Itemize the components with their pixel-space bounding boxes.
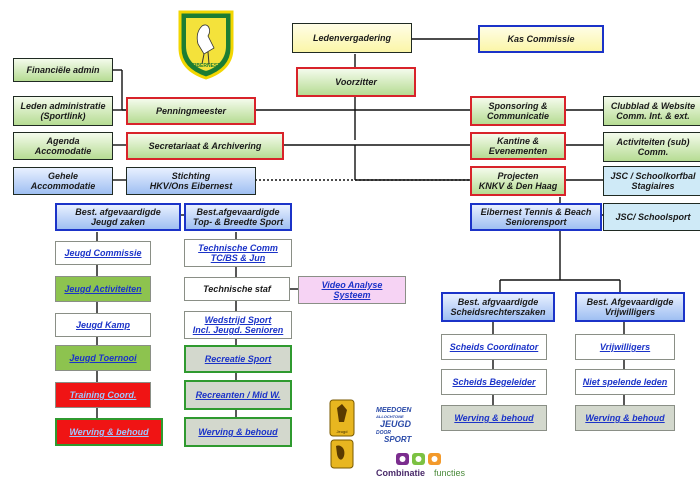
box-scheids-coordinator[interactable]: Scheids Coordinator xyxy=(441,334,547,360)
box-ledenvergadering: Ledenvergadering xyxy=(292,23,412,53)
box-sponsoring: Sponsoring & Communicatie xyxy=(470,96,566,126)
juniors-logo-text: Jeugd xyxy=(337,429,348,434)
jeugd-sport-logo: MEEDOEN ALLOCHTONE JEUGD DOOR SPORT xyxy=(375,407,413,444)
box-jsc-stagiaires: JSC / Schoolkorfbal Stagiaires xyxy=(603,166,700,196)
box-werving-jeugd[interactable]: Werving & behoud xyxy=(55,418,163,446)
box-kantine: Kantine & Evenementen xyxy=(470,132,566,160)
box-projecten: Projecten KNKV & Den Haag xyxy=(470,166,566,196)
box-tennis-beach: Eibernest Tennis & Beach Seniorensport xyxy=(470,203,602,231)
jeugd-logo-line4: DOOR xyxy=(376,430,391,436)
box-vrijwilligers[interactable]: Vrijwilligers xyxy=(575,334,675,360)
box-financiele-admin: Financiële admin xyxy=(13,58,113,82)
box-best-vrijwilligers: Best. Afgevaardigde Vrijwilligers xyxy=(575,292,685,322)
box-scheids-begeleider[interactable]: Scheids Begeleider xyxy=(441,369,547,395)
box-werving-scheids[interactable]: Werving & behoud xyxy=(441,405,547,431)
box-agenda: Agenda Accomodatie xyxy=(13,132,113,160)
box-best-scheids: Best. afgvaardigde Scheidsrechterszaken xyxy=(441,292,555,322)
club-logo: EIBERNEST 1919 xyxy=(178,10,234,80)
box-jeugd-activiteiten[interactable]: Jeugd Activiteiten xyxy=(55,276,151,302)
jeugd-logo-line2: ALLOCHTONE xyxy=(375,414,404,419)
box-penningmeester: Penningmeester xyxy=(126,97,256,125)
box-wedstrijd-sport[interactable]: Wedstrijd Sport Incl. Jeugd. Senioren xyxy=(184,311,292,339)
box-video-analyse[interactable]: Video Analyse Systeem xyxy=(298,276,406,304)
box-technische-comm[interactable]: Technische Comm TC/BS & Jun xyxy=(184,239,292,267)
combinatie-logo-bold: Combinatie xyxy=(376,468,425,478)
box-voorzitter: Voorzitter xyxy=(296,67,416,97)
box-gehele-accommodatie: Gehele Accommodatie xyxy=(13,167,113,195)
box-jeugd-kamp[interactable]: Jeugd Kamp xyxy=(55,313,151,337)
box-clubblad-website: Clubblad & Website Comm. Int. & ext. xyxy=(603,96,700,126)
box-leden-administratie: Leden administratie (Sportlink) xyxy=(13,96,113,126)
box-jeugd-commissie[interactable]: Jeugd Commissie xyxy=(55,241,151,265)
box-niet-spelende-leden[interactable]: Niet spelende leden xyxy=(575,369,675,395)
box-training-coord[interactable]: Training Coord. xyxy=(55,382,151,408)
combinatie-logo-rest: functies xyxy=(434,468,466,478)
box-best-jeugd: Best. afgevaardigde Jeugd zaken xyxy=(55,203,181,231)
box-jeugd-toernooi[interactable]: Jeugd Toernooi xyxy=(55,345,151,371)
juniors-logo: Jeugd xyxy=(329,399,355,469)
jeugd-logo-line1: MEEDOEN xyxy=(376,407,412,414)
box-technische-staf[interactable]: Technische staf xyxy=(184,277,290,301)
box-werving-vrijwilligers[interactable]: Werving & behoud xyxy=(575,405,675,431)
box-kas-commissie: Kas Commissie xyxy=(478,25,604,53)
box-recreanten[interactable]: Recreanten / Mid W. xyxy=(184,380,292,410)
box-recreatie-sport[interactable]: Recreatie Sport xyxy=(184,345,292,373)
box-best-top-breedte: Best.afgevaardigde Top- & Breedte Sport xyxy=(184,203,292,231)
club-logo-year: 1919 xyxy=(202,69,212,74)
jeugd-logo-line5: SPORT xyxy=(384,435,413,444)
box-stichting: Stichting HKV/Ons Eibernest xyxy=(126,167,256,195)
box-werving-top[interactable]: Werving & behoud xyxy=(184,417,292,447)
box-activiteiten: Activiteiten (sub) Comm. xyxy=(603,132,700,162)
club-logo-name: EIBERNEST xyxy=(192,63,221,69)
box-jsc-schoolsport: JSC/ Schoolsport xyxy=(603,203,700,231)
jeugd-logo-line3: JEUGD xyxy=(380,419,412,429)
combinatiefuncties-logo: Combinatie functies xyxy=(376,453,466,478)
box-secretariaat: Secretariaat & Archivering xyxy=(126,132,284,160)
